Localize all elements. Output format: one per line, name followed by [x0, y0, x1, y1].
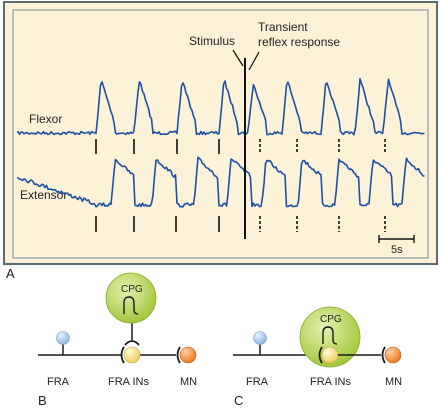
- b-cpg-synapse-arc: [124, 340, 140, 346]
- b-cpg-oscillator-icon: [123, 296, 139, 315]
- c-mn-neuron: [384, 346, 402, 364]
- b-cpg-label: CPG: [121, 284, 143, 295]
- panel-a-letter: A: [6, 266, 15, 281]
- stimulus-pointer: [232, 49, 244, 67]
- b-ins-synapse-arc: [120, 346, 125, 364]
- c-cpg-circle: [299, 306, 361, 368]
- extensor-label: Extensor: [20, 188, 67, 202]
- extensor-trace: [17, 156, 425, 208]
- extensor-onset-marks: [95, 216, 386, 232]
- c-cpg-label: CPG: [320, 314, 342, 325]
- b-mn-label: MN: [180, 376, 197, 388]
- b-mn-synapse-arc: [176, 346, 181, 364]
- c-fra-label: FRA: [246, 376, 269, 388]
- b-fra-ins-neuron: [123, 346, 141, 364]
- panel-a-inner-frame: [12, 9, 429, 259]
- scale-bar: 5s: [378, 235, 415, 256]
- scale-bar-label: 5s: [391, 244, 403, 256]
- flexor-label: Flexor: [29, 112, 62, 126]
- b-fra-label: FRA: [47, 376, 70, 388]
- c-ins-synapse-arc: [318, 346, 323, 364]
- b-fra-neuron: [56, 331, 70, 345]
- c-fra-neuron: [253, 331, 267, 345]
- flexor-onset-marks: [95, 139, 386, 154]
- panel-b-letter: B: [38, 393, 47, 408]
- c-fra-ins-label: FRA INs: [310, 376, 351, 388]
- stimulus-label: Stimulus: [189, 34, 235, 48]
- c-cpg-oscillator-icon: [322, 326, 338, 345]
- c-fra-ins-neuron: [321, 346, 339, 364]
- panel-a: Flexor Extensor Stimulus Transient refle…: [3, 1, 438, 265]
- transient-label-line1: Transient: [258, 20, 308, 34]
- panel-b: CPG FRA FRA INs MN B: [38, 272, 197, 408]
- b-fra-ins-label: FRA INs: [108, 376, 149, 388]
- c-mn-label: MN: [385, 376, 402, 388]
- c-mn-synapse-arc: [381, 346, 386, 364]
- panel-c-letter: C: [234, 393, 243, 408]
- transient-pointer: [248, 51, 260, 71]
- panel-c: CPG FRA FRA INs MN C: [233, 306, 402, 408]
- transient-label-line2: reflex response: [258, 35, 340, 49]
- b-mn-neuron: [179, 346, 197, 364]
- flexor-trace: [17, 77, 425, 136]
